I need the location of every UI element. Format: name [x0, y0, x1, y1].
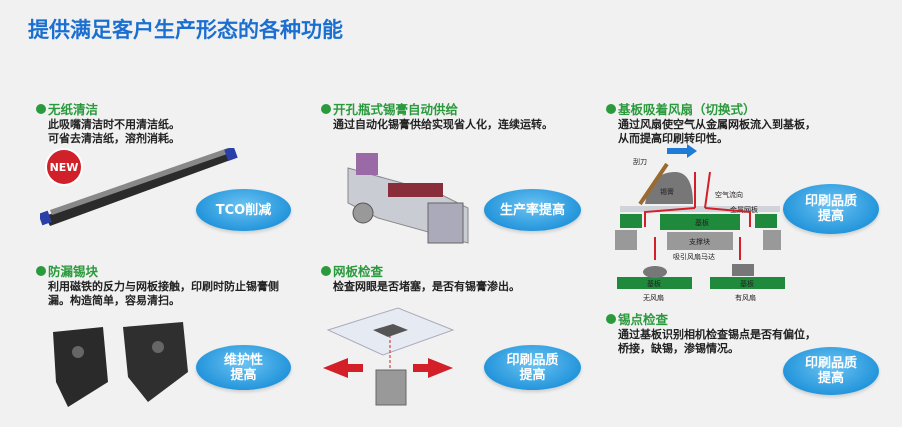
feature-desc: 桥接，缺锡，渗锡情况。	[618, 342, 739, 355]
feature-paste-leak-block: 防漏锡块 利用磁铁的反力与网板接触，印刷时防止锡膏侧 漏。构造简单，容易清扫。	[36, 261, 279, 308]
nozzle-cleaner-image: NEW	[40, 148, 238, 226]
svg-text:支撑块: 支撑块	[689, 237, 710, 246]
svg-text:空气流向: 空气流向	[715, 190, 743, 199]
bullet-icon	[321, 103, 331, 114]
feature-title: 锡点检查	[618, 312, 669, 327]
feature-paperless-cleaning: 无纸清洁 此吸嘴清洁时不用清洁纸。 可省去清洁纸，溶剂消耗。	[36, 99, 180, 146]
feature-title: 基板吸着风扇（切换式）	[618, 102, 756, 117]
svg-text:金属网板: 金属网板	[730, 205, 758, 214]
fan-airflow-diagram: 刮刀 锡膏 空气流向 金属网板 基板 支撑块 吸引风扇马达 基板 基板 无风扇 …	[615, 144, 785, 302]
bullet-icon	[321, 265, 331, 276]
feature-desc: 通过基板识别相机检查锡点是否有偏位，	[618, 328, 816, 341]
svg-text:锡膏: 锡膏	[660, 187, 674, 196]
feature-stencil-inspection: 网板检查 检查网眼是否堵塞，是否有锡膏渗出。	[321, 261, 520, 294]
feature-desc: 此吸嘴清洁时不用清洁纸。	[48, 118, 180, 131]
feature-title: 防漏锡块	[48, 264, 99, 279]
feature-auto-paste-supply: 开孔瓶式锡膏自动供给 通过自动化锡膏供给实现省人化，连续运转。	[321, 99, 553, 132]
feature-desc: 利用磁铁的反力与网板接触，印刷时防止锡膏侧	[48, 280, 279, 293]
svg-text:无风扇: 无风扇	[643, 293, 664, 302]
feature-desc: 通过风扇使空气从金属网板流入到基板，	[618, 118, 816, 131]
benefit-productivity: 生产率提高	[484, 189, 581, 231]
bullet-icon	[36, 265, 46, 276]
page-title: 提供满足客户生产形态的各种功能	[28, 18, 343, 42]
benefit-print-quality: 印刷品质提高	[783, 184, 879, 234]
feature-desc: 检查网眼是否堵塞，是否有锡膏渗出。	[333, 280, 520, 293]
feature-desc: 漏。构造简单，容易清扫。	[48, 294, 180, 307]
benefit-print-quality: 印刷品质提高	[484, 345, 581, 390]
feature-title: 网板检查	[333, 264, 384, 279]
feature-solder-inspection: 锡点检查 通过基板识别相机检查锡点是否有偏位， 桥接，缺锡，渗锡情况。	[606, 309, 816, 356]
paste-supply-machine-image	[347, 153, 469, 244]
new-badge: NEW	[50, 161, 79, 174]
feature-title: 无纸清洁	[48, 102, 99, 117]
svg-text:基板: 基板	[647, 279, 661, 288]
feature-desc: 可省去清洁纸，溶剂消耗。	[48, 132, 180, 145]
svg-text:有风扇: 有风扇	[735, 293, 756, 302]
feature-desc: 从而提高印刷转印性。	[618, 132, 728, 145]
feature-board-suction-fan: 基板吸着风扇（切换式） 通过风扇使空气从金属网板流入到基板， 从而提高印刷转印性…	[606, 99, 816, 146]
feature-title: 开孔瓶式锡膏自动供给	[333, 102, 459, 117]
benefit-print-quality: 印刷品质提高	[783, 347, 879, 395]
benefit-maintainability: 维护性提高	[196, 345, 291, 390]
svg-text:基板: 基板	[695, 218, 709, 227]
bullet-icon	[36, 103, 46, 114]
bullet-icon	[606, 313, 616, 324]
svg-text:吸引风扇马达: 吸引风扇马达	[673, 252, 715, 261]
leak-block-image	[53, 322, 188, 407]
bullet-icon	[606, 103, 616, 114]
stencil-inspection-image	[323, 307, 455, 406]
benefit-tco-reduction: TCO削减	[196, 189, 291, 231]
svg-text:基板: 基板	[740, 279, 754, 288]
feature-desc: 通过自动化锡膏供给实现省人化，连续运转。	[333, 118, 553, 131]
svg-text:刮刀: 刮刀	[633, 157, 647, 166]
